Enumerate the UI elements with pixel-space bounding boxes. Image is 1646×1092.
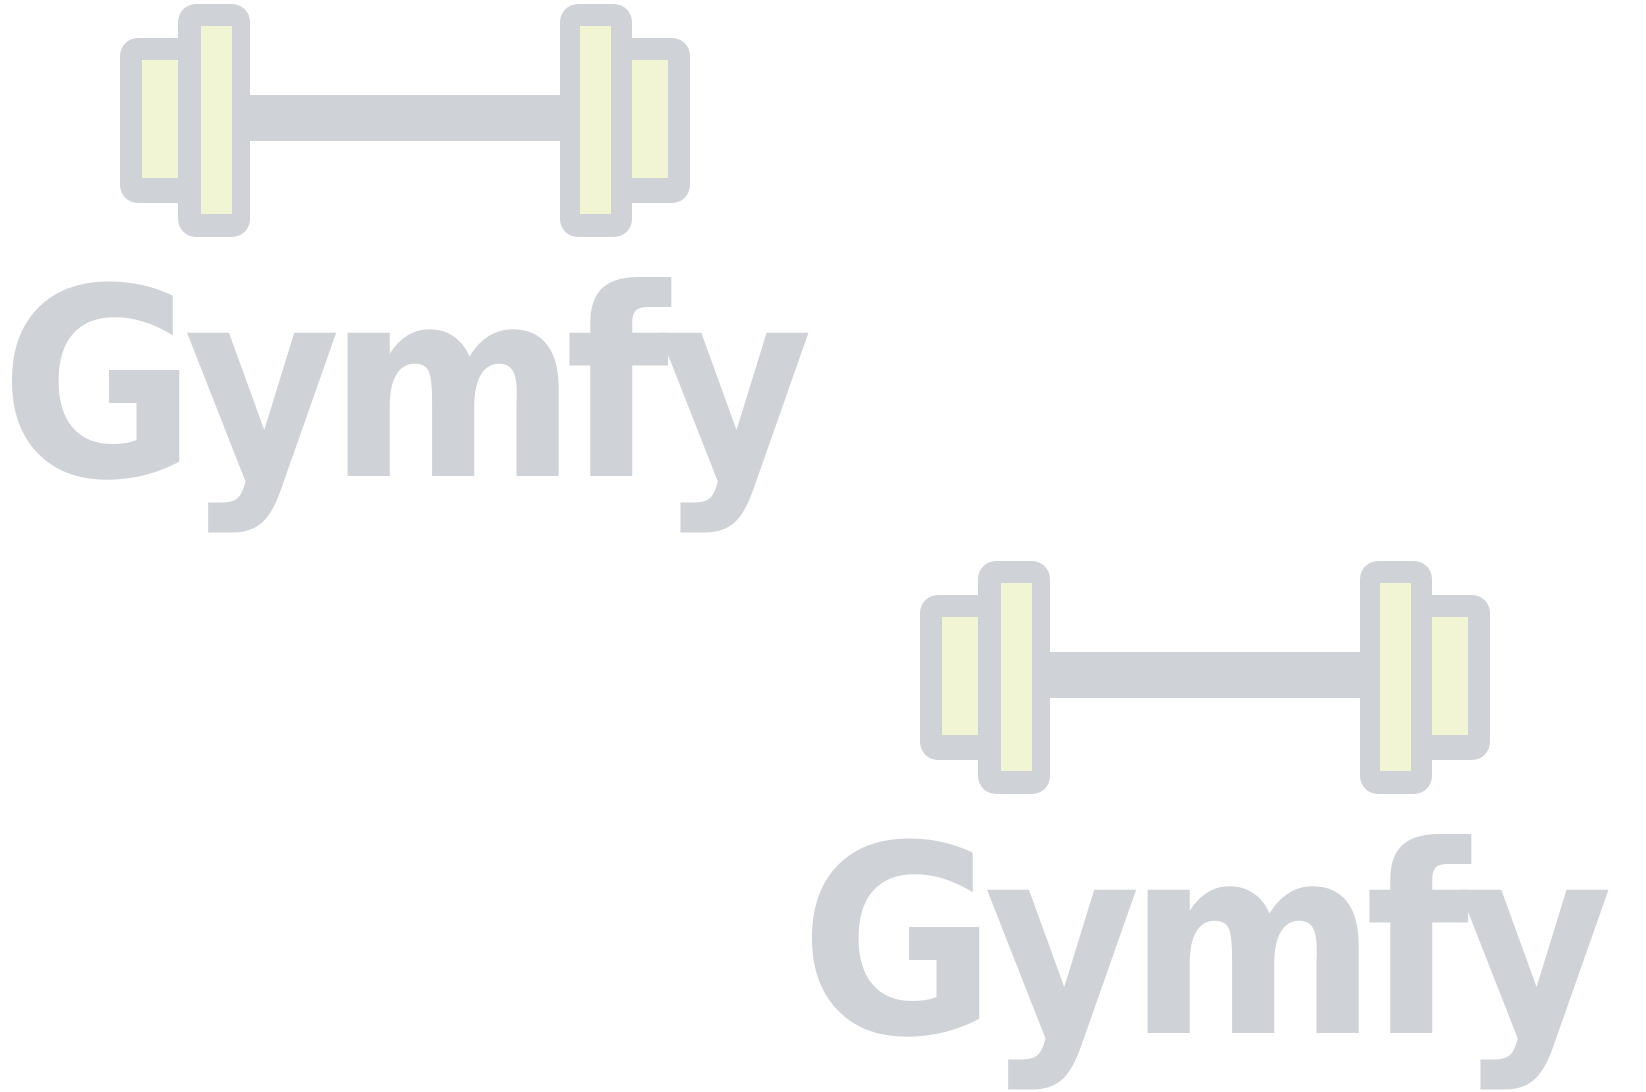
brand-wordmark: Gymfy bbox=[0, 236, 824, 536]
brand-name: Gymfy bbox=[0, 236, 810, 536]
gymfy-logo: Gymfy bbox=[800, 557, 1646, 1092]
dumbbell-icon bbox=[920, 561, 1490, 794]
gymfy-logo: Gymfy bbox=[0, 0, 860, 540]
brand-name: Gymfy bbox=[800, 793, 1610, 1092]
dumbbell-icon bbox=[120, 4, 690, 237]
brand-wordmark: Gymfy bbox=[800, 793, 1624, 1092]
